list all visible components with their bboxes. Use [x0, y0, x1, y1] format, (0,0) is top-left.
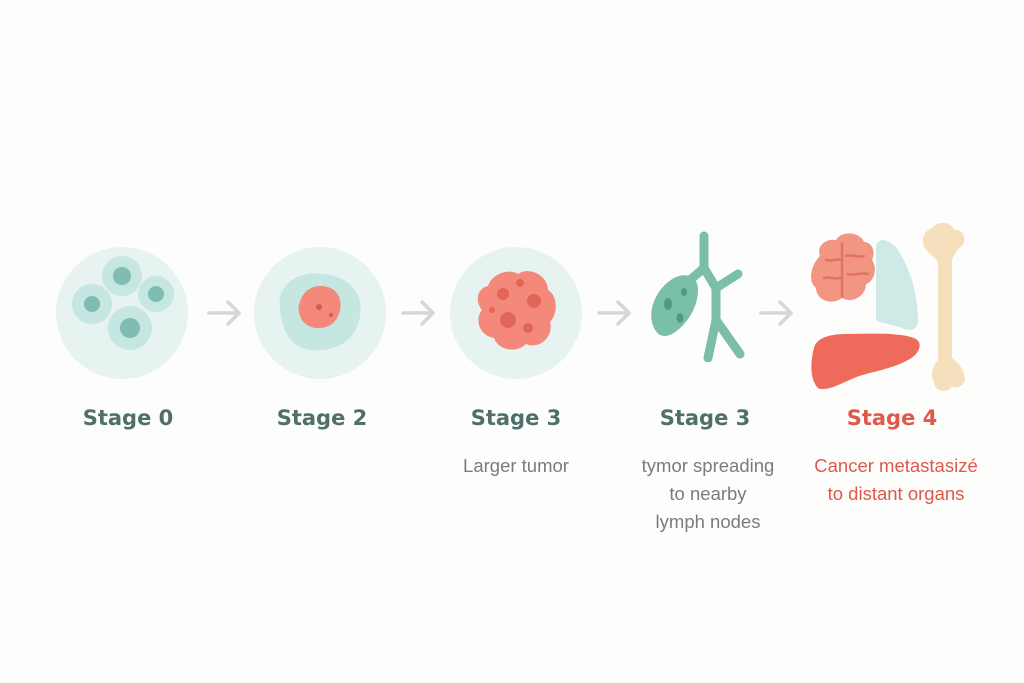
stage-2-label: Stage 2: [276, 406, 368, 430]
arrow-icon: [759, 300, 793, 326]
stage-4-label: Stage 4: [846, 406, 938, 430]
stage-3-lymph-description: tymor spreading to nearby lymph nodes: [641, 455, 775, 532]
arrow-icon: [401, 300, 435, 326]
stage-3-description: Larger tumor: [463, 455, 569, 476]
normal-cells-icon: [56, 247, 188, 379]
stage-3-lymph-label: Stage 3: [659, 406, 751, 430]
arrow-icon: [597, 300, 631, 326]
stage-3-label: Stage 3: [470, 406, 562, 430]
liver-icon: [811, 333, 920, 390]
lung-icon: [876, 239, 918, 330]
small-tumor-cell-icon: [254, 247, 386, 379]
brain-icon: [811, 233, 875, 302]
arrow-icon: [207, 300, 241, 326]
distant-organs-icon: [811, 222, 965, 391]
lymph-nodes-icon: [651, 231, 745, 362]
stage-4-description: Cancer metastasizé to distant organs: [814, 455, 978, 504]
stage-0-label: Stage 0: [82, 406, 174, 430]
larger-tumor-icon: [450, 247, 582, 379]
bone-icon: [922, 222, 965, 391]
